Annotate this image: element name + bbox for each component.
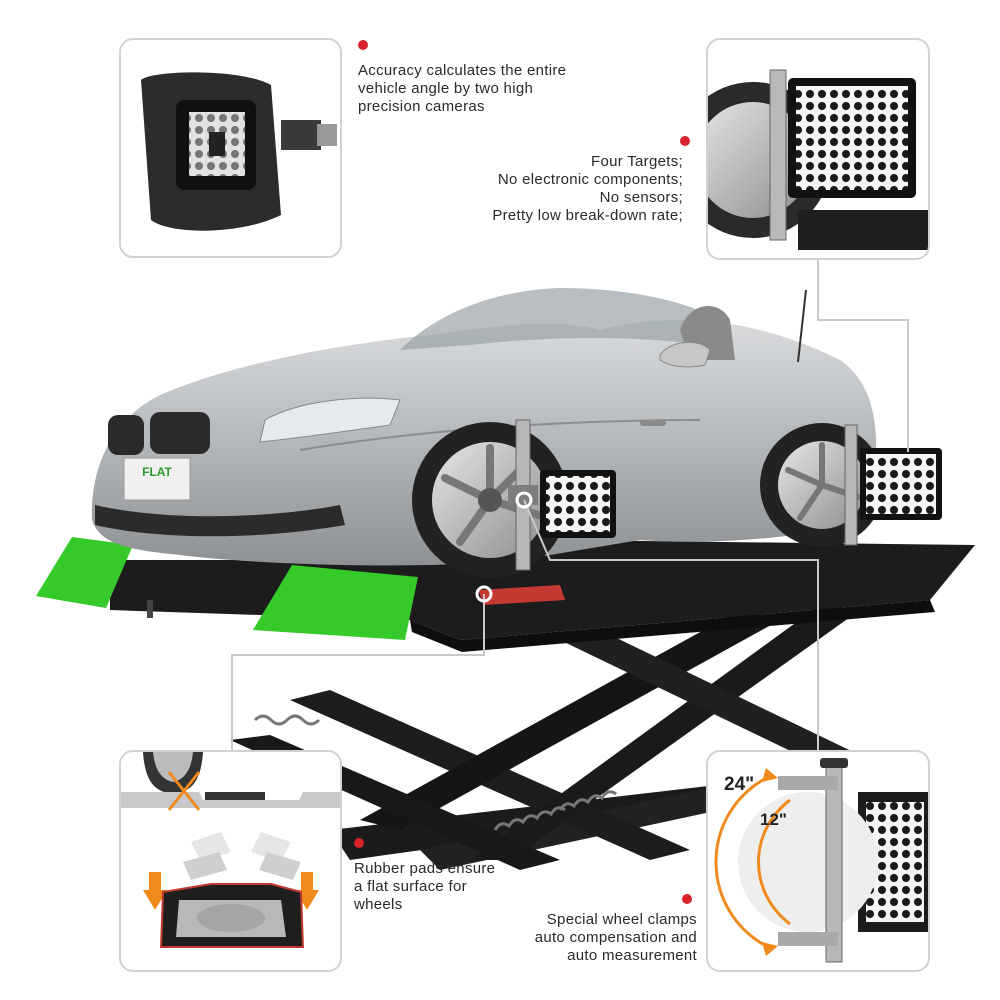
clamp-dim-12: 12" — [760, 810, 787, 829]
camera-caption-line: precision cameras — [358, 98, 485, 115]
camera-panel — [119, 38, 342, 258]
target-image — [708, 69, 928, 250]
grille — [108, 412, 210, 455]
front-wheel — [412, 419, 568, 578]
pads-caption-line: a flat surface for — [354, 878, 467, 895]
clamps-caption-line: auto measurement — [567, 947, 697, 964]
front-target — [540, 470, 616, 538]
camera-callout-dot — [358, 40, 368, 50]
clamps-callout-dot — [682, 894, 692, 904]
targets-callout-dot — [680, 136, 690, 146]
left-ramp-green — [36, 537, 133, 608]
pads-panel — [119, 750, 342, 972]
clamps-panel: 24" 12" — [706, 750, 930, 972]
down-arrow-icon — [143, 872, 167, 910]
targets-caption-line: Pretty low break-down rate; — [492, 207, 683, 224]
pads-caption-line: wheels — [354, 896, 403, 913]
targets-caption-line: Four Targets; — [591, 153, 683, 170]
targets-caption: Four Targets; No electronic components; … — [492, 153, 683, 225]
targets-caption-line: No sensors; — [599, 189, 683, 206]
clamps-caption-line: auto compensation and — [534, 929, 697, 946]
pads-image — [121, 752, 340, 948]
camera-caption-line: vehicle angle by two high — [358, 80, 534, 97]
pads-callout-dot — [354, 838, 364, 848]
targets-panel — [706, 38, 930, 260]
pads-marker — [475, 585, 493, 603]
rear-target — [860, 448, 942, 520]
clamps-caption: Special wheel clamps auto compensation a… — [535, 911, 697, 965]
camera-caption: Accuracy calculates the entire vehicle a… — [358, 62, 566, 116]
pads-caption: Rubber pads ensure a flat surface for wh… — [354, 860, 495, 914]
license-plate-text: FLAT — [142, 465, 172, 479]
camera-caption-line: Accuracy calculates the entire — [358, 62, 567, 79]
targets-caption-line: No electronic components; — [497, 171, 683, 188]
license-plate — [123, 457, 191, 501]
rear-wheel — [760, 423, 884, 547]
camera-image — [141, 72, 337, 231]
right-ramp-green — [253, 565, 418, 640]
clamp-image — [714, 758, 928, 963]
clamp-dim-24: 24" — [724, 774, 755, 795]
pads-caption-line: Rubber pads ensure — [354, 860, 496, 877]
clamps-caption-line: Special wheel clamps — [546, 911, 697, 928]
